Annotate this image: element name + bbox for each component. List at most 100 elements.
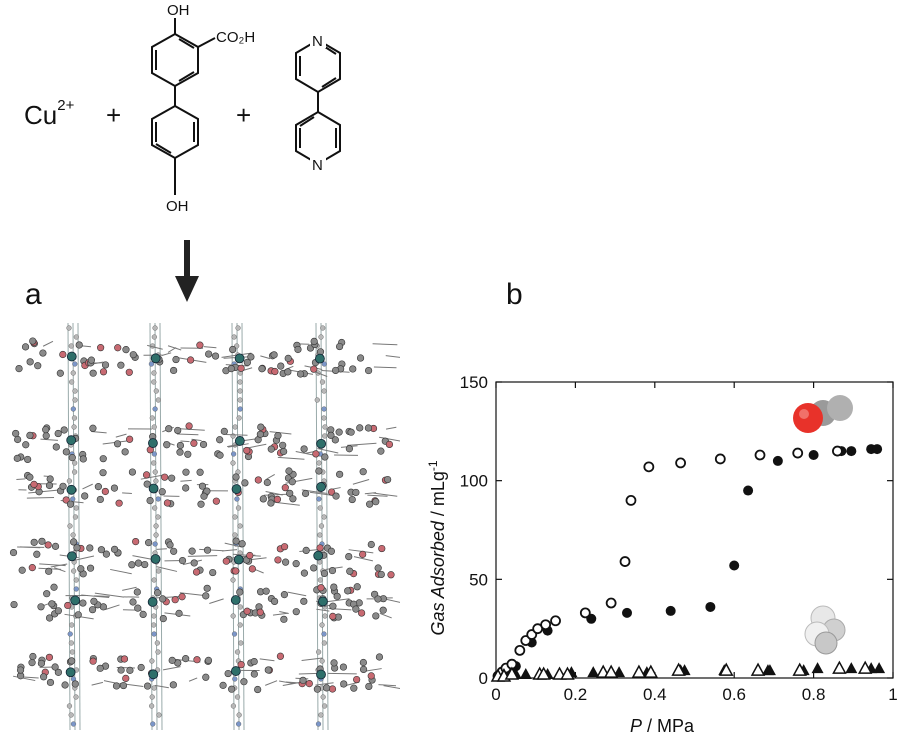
atom [319,658,325,664]
atom [232,676,238,682]
atom [267,499,275,507]
data-point-open-circle [832,445,843,457]
atom [320,325,326,331]
layer-bond [162,666,181,671]
atom [151,379,157,385]
atom [280,447,288,456]
atom [184,450,192,458]
atom [96,495,104,504]
copper-atom [313,550,324,561]
x-tick-label: 0.6 [722,685,746,704]
layer-bond [180,440,190,443]
data-point-filled-circle [622,607,633,618]
atom [230,460,236,466]
layer-bond [209,598,224,604]
atom [143,682,152,690]
atom [346,567,354,575]
atom [26,431,34,440]
layer-bond [372,492,398,497]
atom [56,369,64,377]
atom [62,496,70,504]
data-point-open-triangle [857,660,873,674]
atom [329,612,337,621]
atom [231,451,237,457]
data-point-filled-circle [729,560,740,571]
atom [72,388,78,394]
atom [66,500,75,508]
atom [72,361,78,367]
atom [34,362,42,370]
atom [204,656,213,664]
atom [288,478,296,486]
atom [234,496,240,502]
atom [133,588,141,596]
atom [358,609,366,617]
data-point-open-circle [550,615,561,627]
atom [302,546,310,555]
atom [89,657,97,665]
layer-bond [272,612,288,616]
atom [24,455,32,464]
plot-frame [495,381,894,679]
atom [66,478,73,484]
atom [68,712,74,718]
atom [282,558,290,566]
atom [33,550,41,558]
atom [66,325,72,331]
atom [72,397,78,403]
atom [151,334,157,340]
atom [243,446,251,455]
atom [296,370,305,378]
data-point-filled-circle [665,605,676,616]
methane-molecule-icon [804,605,846,655]
atom [168,656,176,664]
atom [375,653,384,661]
atom [211,352,220,360]
atom [264,666,272,674]
atom [158,488,166,496]
copper-atom [233,554,244,565]
atom [90,597,98,605]
data-point-open-circle [625,494,637,506]
atom [67,631,73,637]
atom [88,606,97,614]
oh-top-label: OH [167,2,190,19]
atom [170,366,178,375]
layer-bond [16,478,26,480]
data-point-open-triangle [832,660,847,674]
layer-bond [279,680,294,685]
atom [37,659,46,667]
atom [74,611,82,619]
atom [102,550,110,558]
atom [113,440,122,448]
atom [168,474,176,482]
pillar-bond [315,322,319,731]
atom [110,545,119,553]
copper-atom [65,667,76,678]
layer-bond [82,483,93,490]
copper-atom [70,595,81,606]
atom [151,622,157,628]
x-axis-title-unit: / MPa [642,716,695,736]
atom [316,544,324,552]
atom [43,590,51,598]
atom [319,379,326,385]
atom [178,593,186,601]
atom [352,488,360,497]
atom [228,685,236,693]
atom [340,680,348,688]
atom [321,640,327,646]
atom [52,443,60,451]
crystal-structure-image [9,322,400,731]
layer-bond [347,442,377,446]
atom [237,604,243,610]
atom [97,344,105,352]
copper-ion: Cu2+ [24,97,74,131]
atom [188,547,196,555]
atom [385,440,394,449]
atom [231,631,238,637]
data-point-open-triangle [792,662,807,676]
copper-atom [314,353,325,364]
atom [241,479,249,487]
atom [99,368,108,376]
